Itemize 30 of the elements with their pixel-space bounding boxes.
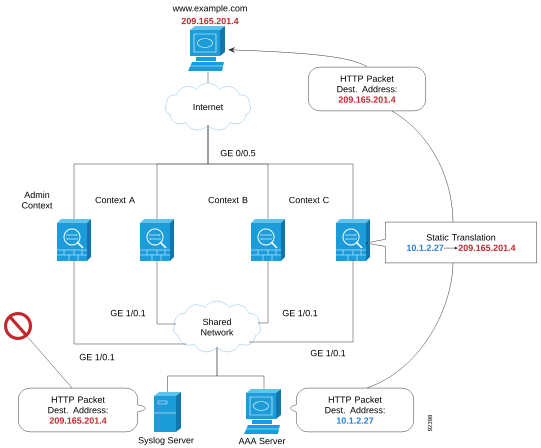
connector-line [366,262,454,388]
speech-bubble: HTTP Packet Dest. Address: 209.165.201.4 [18,388,146,432]
leader-line [27,336,72,388]
port-label: GE 1/0.1 [110,310,146,316]
connector-line [74,260,186,344]
connector-line [156,260,176,324]
network-cloud: Shared Network [173,300,261,352]
context-label: Context B [208,196,248,204]
context-label: Context C [289,196,329,204]
speech-bubble: HTTP Packet Dest. Address: 10.1.2.27 [290,388,414,432]
port-label: GE 0/0.5 [220,150,256,156]
connector-line [208,125,354,220]
port-label: GE 1/0.1 [80,354,114,360]
context-label: Context A [96,196,135,204]
context-label: Admin Context [22,191,52,209]
server-label: AAA Server [238,438,286,444]
connector-line [392,110,454,222]
callout-bubble: HTTP Packet Dest. Address: 209.165.201.4 [308,66,426,112]
host-name: www.example.com [172,4,247,14]
connector-line [216,347,264,390]
arrow [228,47,368,68]
connector-line [258,260,268,324]
translation-callout: Static Translation 10.1.2.27 209.165.201.4 [366,222,537,264]
connector-line [248,260,354,342]
port-label: GE 1/0.1 [310,350,346,356]
port-label: GE 1/0.1 [282,310,318,316]
prohibited-sign [4,312,32,340]
server-label: Syslog Server [138,436,194,446]
ip-address: 209.165.201.4 [182,18,239,24]
network-cloud: Internet [165,82,251,130]
